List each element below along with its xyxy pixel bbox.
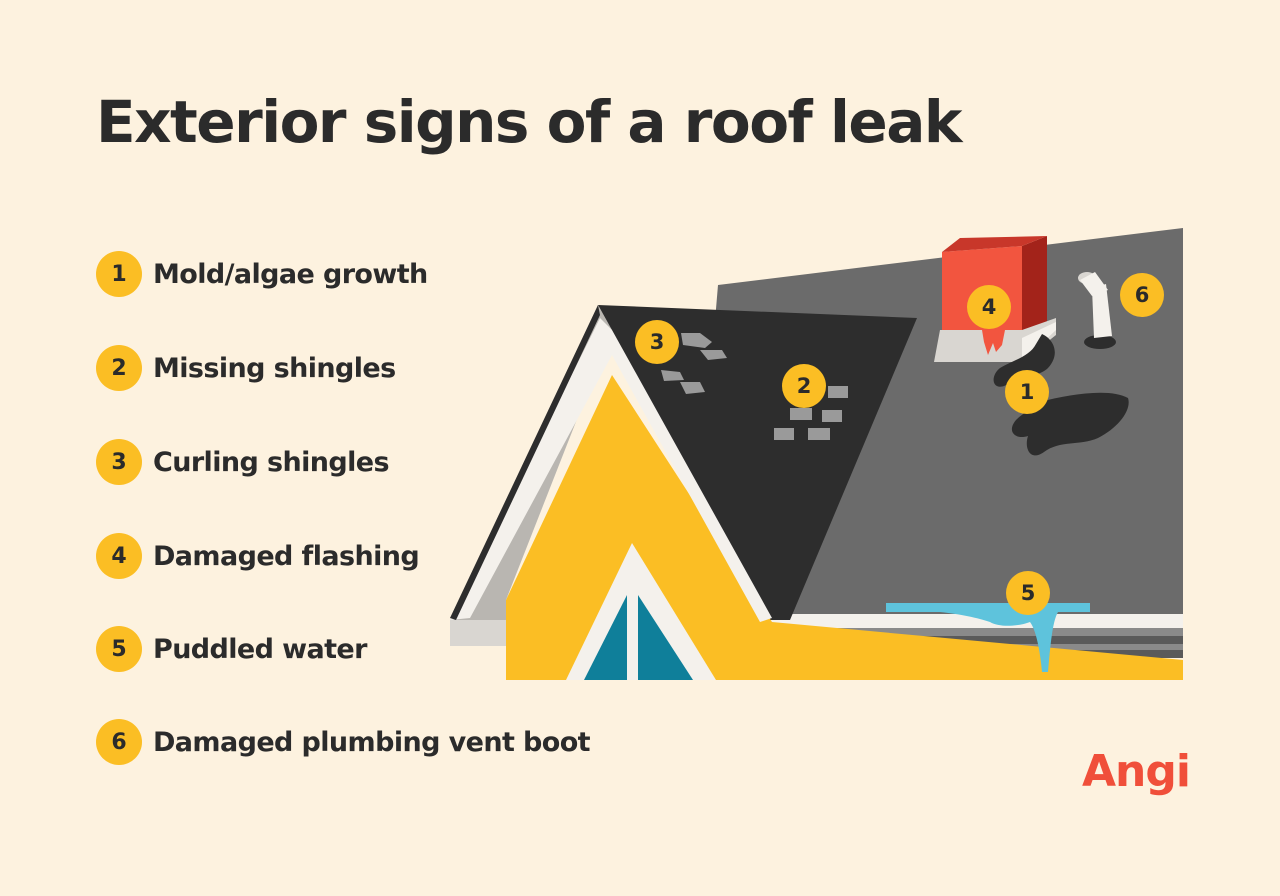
vent-pipe	[1092, 284, 1112, 338]
legend-label: Curling shingles	[153, 446, 390, 478]
legend-label: Damaged plumbing vent boot	[153, 726, 591, 758]
page-title: Exterior signs of a roof leak	[96, 88, 962, 156]
dark-gable-roof	[598, 305, 917, 620]
number-badge: 5	[96, 626, 142, 672]
missing-shingle	[808, 428, 830, 440]
marker-5: 5	[1006, 571, 1050, 615]
gutter-edge	[744, 628, 1183, 636]
legend-item: 1 Mold/algae growth	[96, 250, 656, 298]
curling-shingle	[661, 370, 684, 381]
legend-item: 2 Missing shingles	[96, 344, 656, 392]
number-badge: 1	[96, 251, 142, 297]
missing-shingle	[790, 408, 812, 420]
legend-label: Damaged flashing	[153, 540, 420, 572]
missing-shingle	[822, 410, 842, 422]
puddled-water	[886, 603, 1090, 672]
legend-item: 3 Curling shingles	[96, 438, 656, 486]
number-badge: 2	[96, 345, 142, 391]
curling-shingle	[700, 350, 727, 360]
marker-6: 6	[1120, 273, 1164, 317]
chimney-side	[1022, 236, 1047, 338]
gable-wall	[506, 375, 1183, 680]
vent-pipe-bend	[1080, 272, 1108, 296]
curling-shingle	[681, 333, 712, 348]
marker-1: 1	[1005, 370, 1049, 414]
missing-shingle	[828, 386, 848, 398]
number-badge: 3	[96, 439, 142, 485]
roof-illustration-svg	[450, 228, 1183, 680]
number-badge: 4	[96, 533, 142, 579]
legend-label: Missing shingles	[153, 352, 396, 384]
curling-shingle	[680, 382, 705, 394]
marker-2: 2	[782, 364, 826, 408]
missing-shingle	[774, 428, 794, 440]
damaged-flashing-drip	[982, 330, 1005, 355]
fascia-end	[450, 620, 506, 646]
legend-item: 4 Damaged flashing	[96, 532, 656, 580]
legend-item: 5 Puddled water	[96, 625, 656, 673]
roof-illustration: 3 2 4 6 1 5	[440, 220, 1200, 690]
gable-trim	[450, 318, 772, 622]
legend-label: Puddled water	[153, 633, 367, 665]
gutter-trim	[762, 614, 1183, 630]
marker-3: 3	[635, 320, 679, 364]
gable-window-pane-right	[638, 595, 693, 680]
angi-logo: Angi	[1082, 746, 1191, 797]
legend-item: 6 Damaged plumbing vent boot	[96, 718, 656, 766]
gable-window-pane-left	[584, 595, 627, 680]
mold-patch	[993, 334, 1055, 387]
vent-boot-base	[1084, 335, 1116, 349]
number-badge: 6	[96, 719, 142, 765]
gable-edge	[450, 305, 600, 620]
legend-label: Mold/algae growth	[153, 258, 428, 290]
chimney-top	[942, 236, 1047, 252]
marker-4: 4	[967, 285, 1011, 329]
